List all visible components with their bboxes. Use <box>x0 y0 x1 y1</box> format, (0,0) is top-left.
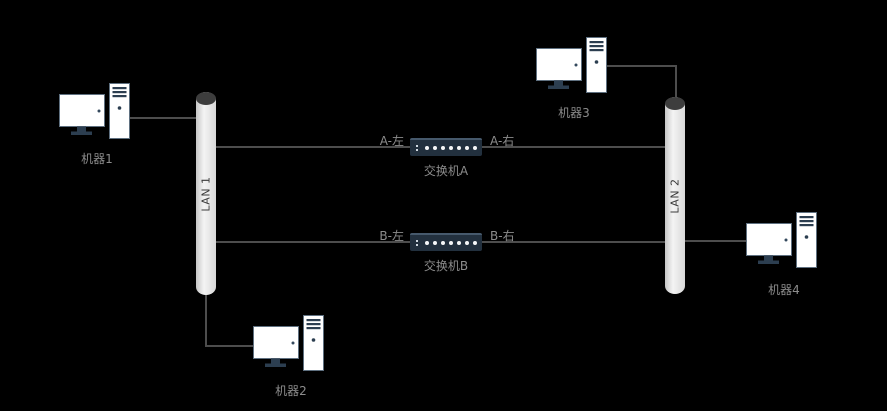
switch-port-icon <box>456 241 461 245</box>
switch-port-icon <box>464 146 469 150</box>
connector-lan1-machine2-horizontal <box>205 345 253 347</box>
cylinder-cap <box>665 97 685 110</box>
switch-port-icon <box>448 241 453 245</box>
node-lan2-bus[interactable]: LAN 2 <box>665 97 685 294</box>
switch-port-icon <box>456 146 461 150</box>
switchA-label: 交换机A <box>423 164 469 178</box>
switch-led-icon <box>415 145 418 151</box>
switchA-right-port-label: A-右 <box>490 134 515 148</box>
lan2-label: LAN 2 <box>668 177 682 214</box>
switch-port-icon <box>440 146 445 150</box>
connector-machine1-lan1 <box>130 117 196 119</box>
machine2-label: 机器2 <box>275 384 307 398</box>
switchA-left-port-label: A-左 <box>379 134 404 148</box>
node-lan1-bus[interactable]: LAN 1 <box>196 92 216 295</box>
switch-port-icon <box>424 241 429 245</box>
switch-port-icon <box>472 146 477 150</box>
lan1-label: LAN 1 <box>199 175 213 212</box>
cylinder-cap <box>196 92 216 105</box>
switch-port-icon <box>464 241 469 245</box>
computer-icon <box>746 212 817 268</box>
switch-port-icon <box>424 146 429 150</box>
machine1-label: 机器1 <box>81 152 113 166</box>
machine4-label: 机器4 <box>768 283 800 297</box>
connector-machine3-lan2-horizontal <box>607 65 677 67</box>
computer-icon <box>253 315 324 371</box>
computer-icon <box>536 37 607 93</box>
node-machine3[interactable] <box>535 36 613 96</box>
switch-port-icon <box>440 241 445 245</box>
node-machine2[interactable] <box>252 314 330 374</box>
node-machine1[interactable] <box>58 82 136 142</box>
connector-switchB-lan2 <box>482 241 665 243</box>
node-switchB[interactable] <box>410 233 482 251</box>
connector-lan1-machine2-vertical <box>205 293 207 347</box>
switchB-right-port-label: B-右 <box>490 229 515 243</box>
connector-lan1-switchB <box>216 241 410 243</box>
switch-led-icon <box>415 240 418 246</box>
connector-lan2-machine4 <box>685 240 746 242</box>
switchB-left-port-label: B-左 <box>379 229 404 243</box>
node-machine4[interactable] <box>745 211 823 271</box>
switch-port-icon <box>432 241 437 245</box>
switch-port-icon <box>472 241 477 245</box>
connector-lan1-switchA <box>216 146 410 148</box>
switch-port-icon <box>432 146 437 150</box>
connector-machine3-lan2-vertical <box>675 65 677 98</box>
machine3-label: 机器3 <box>558 106 590 120</box>
connector-switchA-lan2 <box>482 146 665 148</box>
switch-port-icon <box>448 146 453 150</box>
cylinder-body <box>196 92 216 295</box>
switchB-label: 交换机B <box>423 259 469 273</box>
computer-icon <box>59 83 130 139</box>
cylinder-body <box>665 97 685 294</box>
node-switchA[interactable] <box>410 138 482 156</box>
